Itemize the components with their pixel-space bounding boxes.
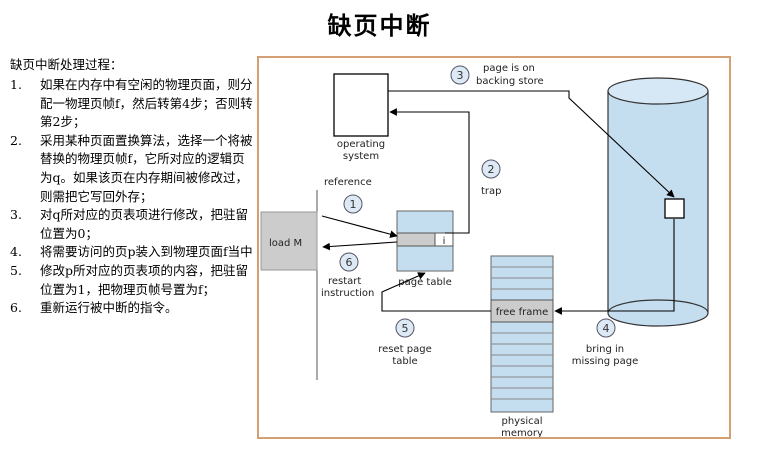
step-number: 4. <box>10 244 22 260</box>
bring-in-label-1: bring in <box>586 344 624 355</box>
load-m-label: load M <box>269 238 302 249</box>
step-text: 重新运行被中断的指令。 <box>40 300 178 316</box>
page-table-label: page table <box>398 277 451 288</box>
step-number: 5. <box>10 262 22 278</box>
reference-label: reference <box>324 177 372 188</box>
restart-label-2: instruction <box>321 288 374 299</box>
physical-memory-label-2: memory <box>501 428 543 437</box>
reference-arrow <box>321 215 398 238</box>
step-number-3: 3 <box>457 69 464 82</box>
step-circle-5: 5 <box>395 318 415 338</box>
step-item: 6. 重新运行被中断的指令。 <box>10 299 255 318</box>
intro-text: 缺页中断处理过程： <box>10 57 123 72</box>
step-circle-4: 4 <box>596 318 616 338</box>
physical-memory: free frame <box>490 255 554 413</box>
operating-system-box <box>333 73 389 137</box>
page-on-disk-box <box>664 198 685 219</box>
step-circle-1: 1 <box>343 194 363 214</box>
step-list: 1. 如果在内存中有空闲的物理页面，则分配一物理页帧f，然后转第4步；否则转第2步… <box>10 76 255 318</box>
step-text: 修改p所对应的页表项的内容，把驻留位置为1，把物理页帧号置为f； <box>40 262 249 297</box>
slide-title: 缺页中断 <box>327 12 432 40</box>
os-label-1: operating <box>337 139 385 150</box>
step-number-1: 1 <box>350 198 357 211</box>
bring-in-arrow <box>554 219 675 315</box>
step-text: 如果在内存中有空闲的物理页面，则分配一物理页帧f，然后转第4步；否则转第2步； <box>40 77 253 130</box>
os-label-2: system <box>343 151 379 162</box>
page-fault-diagram: load M operating system i page table <box>260 63 709 437</box>
step-circle-3: 3 <box>450 65 470 85</box>
bring-in-label-2: missing page <box>572 356 639 367</box>
step-number: 2. <box>10 132 22 148</box>
invalid-bit-label: i <box>443 236 446 247</box>
backing-store-disk <box>607 77 709 327</box>
step-number: 3. <box>10 207 22 223</box>
load-m-box <box>260 211 318 271</box>
physical-memory-label-1: physical <box>502 416 543 427</box>
page-table: i <box>396 210 454 272</box>
step-item: 5. 修改p所对应的页表项的内容，把驻留位置为1，把物理页帧号置为f； <box>10 262 255 299</box>
step-circle-6: 6 <box>339 252 359 272</box>
restart-arrow <box>322 241 398 251</box>
left-panel: 缺页中断处理过程： 1. 如果在内存中有空闲的物理页面，则分配一物理页帧f，然后转… <box>10 54 255 318</box>
restart-label-1: restart <box>328 276 361 287</box>
step-item: 3. 对q所对应的页表项进行修改，把驻留位置为0； <box>10 206 255 243</box>
free-frame-label: free frame <box>496 307 549 318</box>
step-circle-2: 2 <box>481 159 501 179</box>
diagram-frame: load M operating system i page table <box>257 56 731 439</box>
step-number: 1. <box>10 77 22 92</box>
backing-store-label-1: page is on <box>483 63 535 74</box>
step-number: 6. <box>10 300 22 316</box>
backing-store-label-2: backing store <box>476 76 544 87</box>
step-item: 1. 如果在内存中有空闲的物理页面，则分配一物理页帧f，然后转第4步；否则转第2步… <box>10 76 255 132</box>
trap-label: trap <box>481 186 502 197</box>
trap-arrow <box>389 108 470 234</box>
step-number-2: 2 <box>488 163 495 176</box>
backing-store-arrow <box>388 90 675 198</box>
reset-label-2: table <box>392 356 417 367</box>
step-item: 2. 采用某种页面置换算法，选择一个将被替换的物理页帧f，它所对应的逻辑页为q。如… <box>10 132 255 206</box>
step-text: 采用某种页面置换算法，选择一个将被替换的物理页帧f，它所对应的逻辑页为q。如果该… <box>40 132 253 204</box>
step-number-4: 4 <box>603 322 610 335</box>
reset-table-arrow <box>381 272 491 312</box>
step-number-6: 6 <box>346 256 353 269</box>
step-text: 对q所对应的页表项进行修改，把驻留位置为0； <box>40 207 249 241</box>
step-number-5: 5 <box>402 322 409 335</box>
reset-label-1: reset page <box>378 344 431 355</box>
step-item: 4. 将需要访问的页p装入到物理页面f当中 <box>10 243 255 262</box>
step-text: 将需要访问的页p装入到物理页面f当中 <box>40 244 253 260</box>
